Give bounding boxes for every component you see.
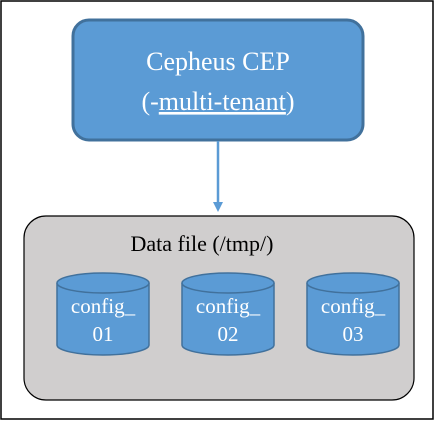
cep-option: (-multi-tenant): [141, 87, 294, 116]
data-file-container: Data file (/tmp/) config_ 01 config_ 02 …: [23, 215, 415, 401]
config-label-line1: config_: [71, 294, 136, 318]
cep-option-suffix: ): [286, 87, 295, 116]
config-label-line2: 01: [93, 322, 114, 346]
cep-box: Cepheus CEP (-multi-tenant): [71, 18, 365, 142]
config-cylinder: config_ 02: [181, 272, 275, 356]
cep-option-prefix: (-: [141, 87, 158, 116]
config-cylinder: config_ 01: [56, 272, 150, 356]
config-label-line2: 02: [218, 322, 239, 346]
data-file-title: Data file (/tmp/): [131, 231, 274, 256]
config-label-line2: 03: [343, 322, 364, 346]
cep-box-shape: [71, 18, 365, 142]
cep-option-name: multi-tenant: [159, 87, 287, 116]
cep-title: Cepheus CEP: [146, 47, 290, 76]
config-label-line1: config_: [196, 294, 261, 318]
config-cylinder: config_ 03: [306, 272, 400, 356]
config-label-line1: config_: [321, 294, 386, 318]
